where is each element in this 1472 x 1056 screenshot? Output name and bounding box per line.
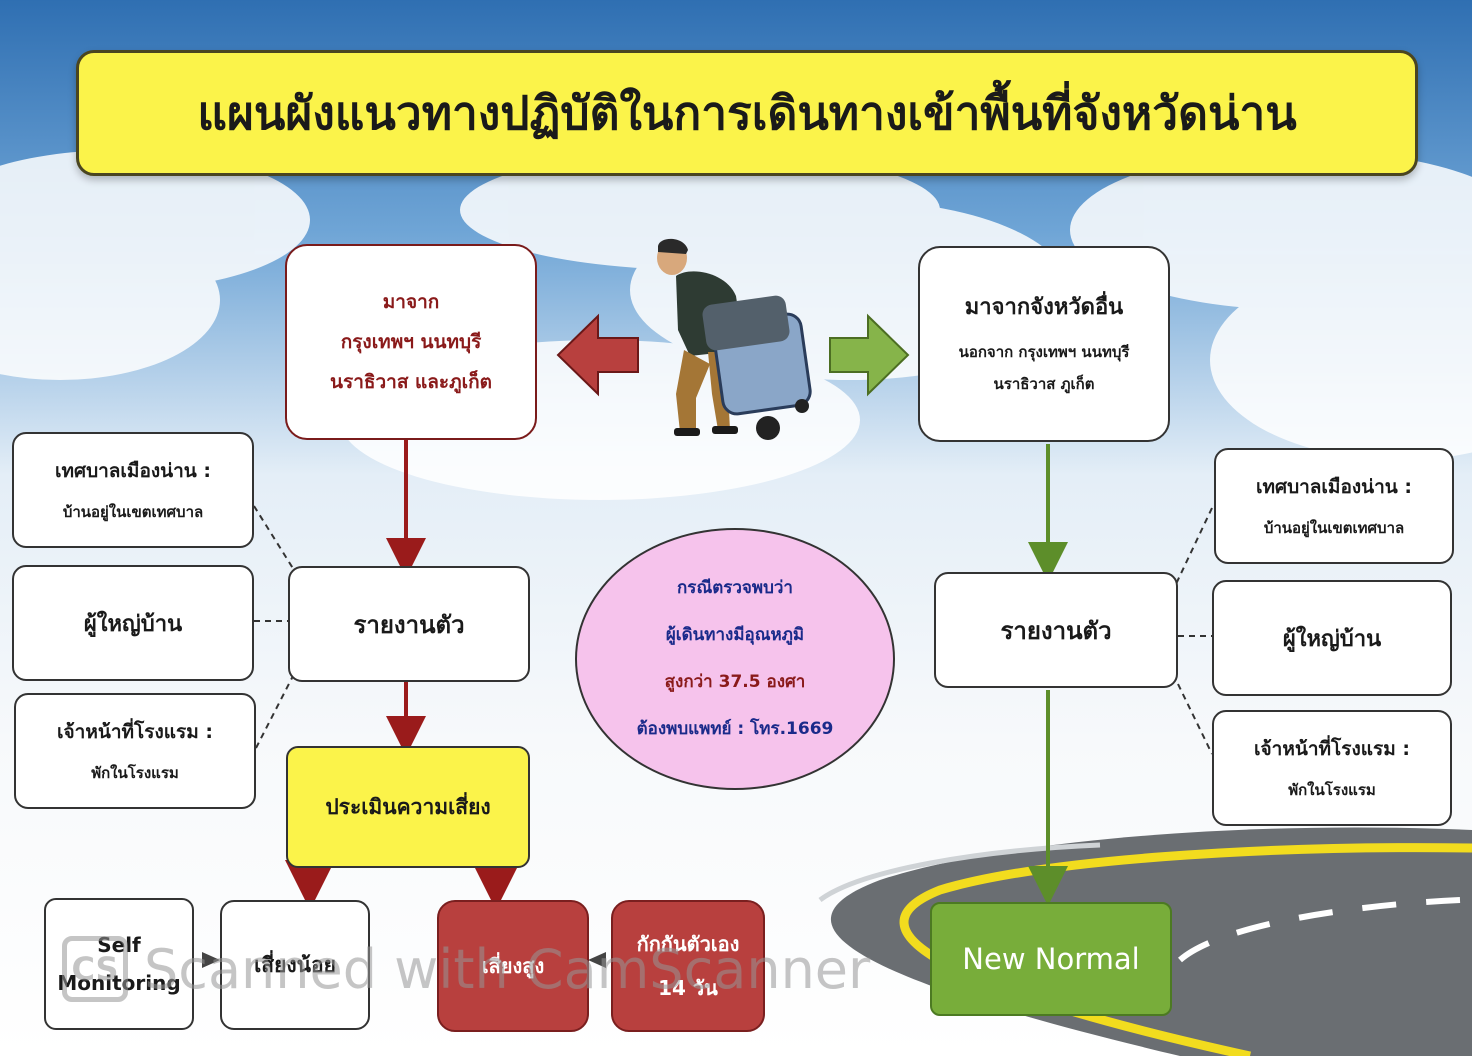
source-right-line1: มาจากจังหวัดอื่น [964,294,1124,320]
new-normal-box: New Normal [930,902,1172,1016]
temperature-note: กรณีตรวจพบว่า ผู้เดินทางมีอุณหภูมิ สูงกว… [575,528,895,790]
note-line3: สูงกว่า 37.5 องศา [664,672,806,692]
low-risk-label: เสี่ยงน้อย [254,952,336,977]
option-sub: บ้านอยู่ในเขตเทศบาล [62,503,204,521]
note-line4: ต้องพบแพทย์ : โทร.1669 [636,719,834,739]
option-left-municipality: เทศบาลเมืองน่าน : บ้านอยู่ในเขตเทศบาล [12,432,254,548]
option-label: ผู้ใหญ่บ้าน [1282,626,1382,652]
arrow-right-icon [829,313,910,397]
high-risk-box: เสี่ยงสูง [437,900,589,1032]
option-label: เจ้าหน้าที่โรงแรม : [57,721,213,743]
report-label: รายงานตัว [1000,616,1112,645]
source-left-line2: กรุงเทพฯ นนทบุรี [340,331,482,353]
option-label: เทศบาลเมืองน่าน : [1255,476,1413,498]
arrow-low-to-self [202,952,220,968]
report-label: รายงานตัว [353,610,465,639]
camscanner-logo-icon: CS [62,936,128,1002]
report-box-right: รายงานตัว [934,572,1178,688]
report-box-left: รายงานตัว [288,566,530,682]
source-left-line3: นราธิวาส และภูเก็ต [330,371,492,393]
option-sub: พักในโรงแรม [91,764,179,782]
dash-left-bottom [255,673,295,749]
dash-right-bottom [1177,683,1213,755]
option-label: เจ้าหน้าที่โรงแรม : [1254,738,1410,760]
self-monitoring-line2: Monitoring [57,971,181,995]
traveler-with-luggage-icon [657,238,812,440]
risk-assessment-box: ประเมินความเสี่ยง [286,746,530,868]
option-right-village-head: ผู้ใหญ่บ้าน [1212,580,1452,696]
quarantine-line2: 14 วัน [658,976,718,1000]
arrow-high-to-quarantine [588,952,606,968]
option-right-municipality: เทศบาลเมืองน่าน : บ้านอยู่ในเขตเทศบาล [1214,448,1454,564]
source-box-right: มาจากจังหวัดอื่น นอกจาก กรุงเทพฯ นนทบุรี… [918,246,1170,442]
source-box-left: มาจาก กรุงเทพฯ นนทบุรี นราธิวาส และภูเก็… [285,244,537,440]
source-right-line2: นอกจาก กรุงเทพฯ นนทบุรี [958,342,1130,361]
self-monitoring-box: Self Monitoring [44,898,194,1030]
quarantine-box: กักกันตัวเอง 14 วัน [611,900,765,1032]
source-left-line1: มาจาก [382,291,440,313]
watermark-text: Scanned with CamScanner [144,937,871,1001]
note-line1: กรณีตรวจพบว่า [677,578,793,598]
quarantine-line1: กักกันตัวเอง [636,932,740,956]
option-label: ผู้ใหญ่บ้าน [83,611,183,637]
option-left-village-head: ผู้ใหญ่บ้าน [12,565,254,681]
note-line2: ผู้เดินทางมีอุณหภูมิ [665,625,805,645]
option-sub: พักในโรงแรม [1288,781,1376,799]
arrow-left-icon [556,313,639,397]
dash-left-top [253,505,295,571]
high-risk-label: เสี่ยงสูง [481,954,545,978]
dash-right-top [1175,507,1213,585]
camscanner-watermark: CS Scanned with CamScanner [62,936,870,1002]
option-sub: บ้านอยู่ในเขตเทศบาล [1263,519,1405,537]
option-label: เทศบาลเมืองน่าน : [54,460,212,482]
option-left-hotel: เจ้าหน้าที่โรงแรม : พักในโรงแรม [14,693,256,809]
option-right-hotel: เจ้าหน้าที่โรงแรม : พักในโรงแรม [1212,710,1452,826]
page-title: แผนผังแนวทางปฏิบัติในการเดินทางเข้าพื้นท… [76,50,1418,176]
source-right-line3: นราธิวาส ภูเก็ต [993,374,1095,393]
low-risk-box: เสี่ยงน้อย [220,900,370,1030]
